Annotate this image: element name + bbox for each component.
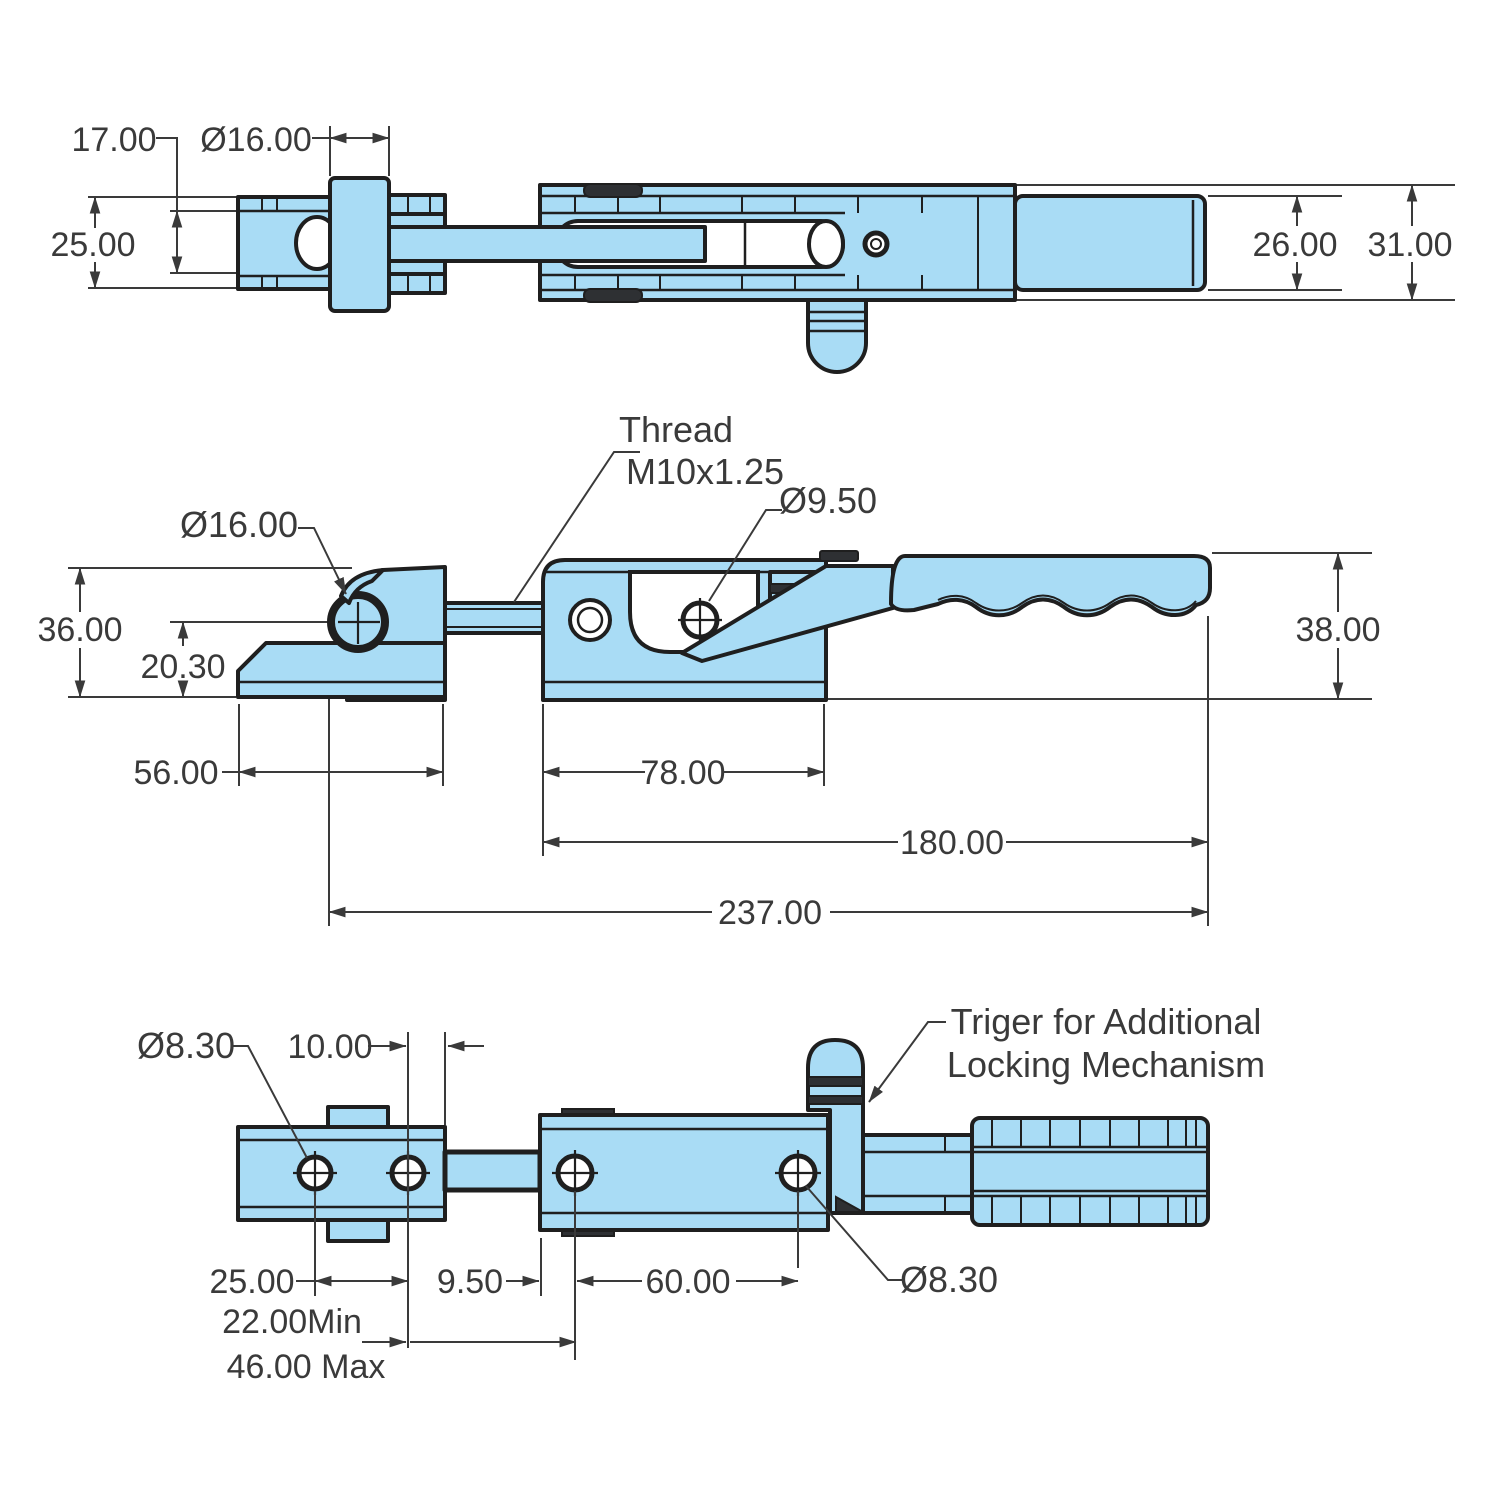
lever-handle-side [680,554,1212,663]
clamp-body-top [387,183,1017,303]
rivet-top [862,230,890,258]
top-view-dimensions: 17.00 Ø16.00 25.00 26.00 31.00 [50,121,1453,301]
draw-rod-bottom [442,1149,543,1193]
dim-overall-height: 36.00 [37,611,122,649]
trigger-knob-bottom [806,1038,867,1215]
dim-handle-height: 38.00 [1295,611,1380,649]
dim-catch-width: 25.00 [50,226,135,264]
clamp-body-bottom [538,1108,844,1237]
bottom-view-callouts: Ø8.30 Triger for Additional Locking Mech… [137,1001,1265,1300]
side-view: Thread M10x1.25 Ø9.50 Ø16.00 36.00 20.30… [37,409,1380,932]
lever-arms-bottom [860,1133,977,1215]
dim-boss-diameter: Ø16.00 [200,121,312,159]
dim-pin-center-height: 20.30 [140,648,225,686]
dim-body-to-handle-length: 180.00 [900,824,1004,862]
dim-catch-hole-spacing: 25.00 [209,1263,294,1301]
handle-grip-side [889,554,1212,618]
hook-pin-crosshair [338,602,380,644]
bolt-head-bottom [583,288,643,303]
dim-body-hole-spacing: 60.00 [645,1263,730,1301]
pivot-hole-crosshair [678,598,722,642]
callout-trigger-line1: Triger for Additional [951,1001,1262,1042]
callout-pivot-hole: Ø9.50 [779,480,877,521]
dim-body-base-length: 78.00 [640,754,725,792]
dim-edge-to-first-hole: 9.50 [437,1263,503,1301]
latch-catch-side [236,565,447,702]
side-view-dimensions: 36.00 20.30 38.00 56.00 78.00 180.00 237… [37,552,1381,932]
dim-overall-width: 31.00 [1367,226,1452,264]
side-view-callouts: Thread M10x1.25 Ø9.50 Ø16.00 [180,409,877,603]
dim-catch-base-length: 56.00 [133,754,218,792]
dim-overall-length: 237.00 [718,894,822,932]
u-bolt-boss-top [328,176,447,313]
callout-catch-hole: Ø8.30 [137,1025,235,1066]
callout-hook-pin: Ø16.00 [180,504,298,545]
callout-trigger-line2: Locking Mechanism [947,1044,1265,1085]
callout-body-hole: Ø8.30 [900,1259,998,1300]
bolt-head-top [583,183,643,198]
body-hole-crosshairs [552,1150,821,1196]
dim-travel-max: 46.00 Max [227,1348,386,1386]
pivot-slot-hole [807,219,845,269]
handle-bottom [970,1116,1210,1227]
catch-plate-bottom [236,1105,447,1243]
hook-beak [339,568,385,605]
side-view-extension-lines [68,552,1372,926]
threaded-rod-side [443,601,545,635]
clamp-body-side [541,558,828,702]
dim-travel-min: 22.00Min [222,1303,362,1341]
bolt-hole-side [568,598,612,642]
handle-top [1013,194,1207,292]
trigger-knob-top [806,298,868,374]
dim-hole-to-edge: 10.00 [287,1028,372,1066]
callout-thread-line2: M10x1.25 [626,451,784,492]
callout-thread-line1: Thread [619,409,733,450]
bottom-view: Ø8.30 Triger for Additional Locking Mech… [137,1001,1265,1386]
bottom-view-dimensions: 10.00 25.00 9.50 60.00 22.00Min 46.00 Ma… [209,1028,799,1386]
handle-ribs [991,1118,1197,1225]
dim-handle-width: 26.00 [1252,226,1337,264]
top-view: 17.00 Ø16.00 25.00 26.00 31.00 [50,121,1455,374]
dim-flange-offset: 17.00 [71,121,156,159]
draw-rod-top [387,225,707,263]
body-segment-lines [574,196,979,290]
